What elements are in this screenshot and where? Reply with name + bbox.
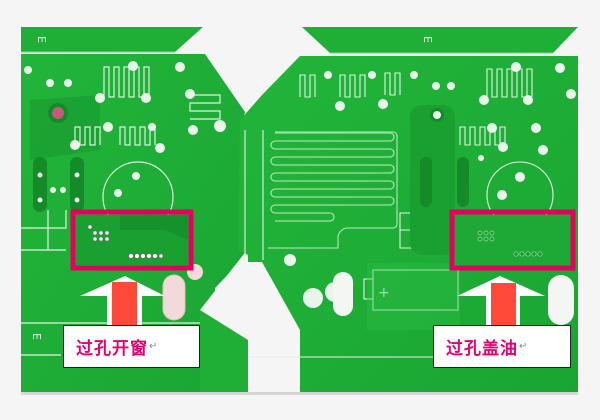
left-pcb-board: E [21, 27, 256, 392]
left-arrow-icon [80, 276, 165, 330]
via-open-window-label: 过孔开窗 ↵ [63, 325, 200, 368]
svg-text:E: E [30, 333, 43, 340]
return-mark-icon: ↵ [519, 341, 528, 352]
via-tented-label: 过孔盖油 ↵ [433, 325, 571, 368]
left-highlight-box [70, 209, 194, 271]
via-open-window-text: 过孔开窗 [76, 339, 148, 359]
right-arrow-icon [457, 276, 545, 330]
return-mark-icon: ↵ [149, 341, 158, 352]
via-tented-text: 过孔盖油 [446, 339, 518, 359]
svg-text:E: E [421, 36, 434, 43]
svg-text:E: E [35, 36, 48, 43]
svg-text:+: + [378, 285, 390, 301]
right-highlight-box [449, 209, 576, 271]
